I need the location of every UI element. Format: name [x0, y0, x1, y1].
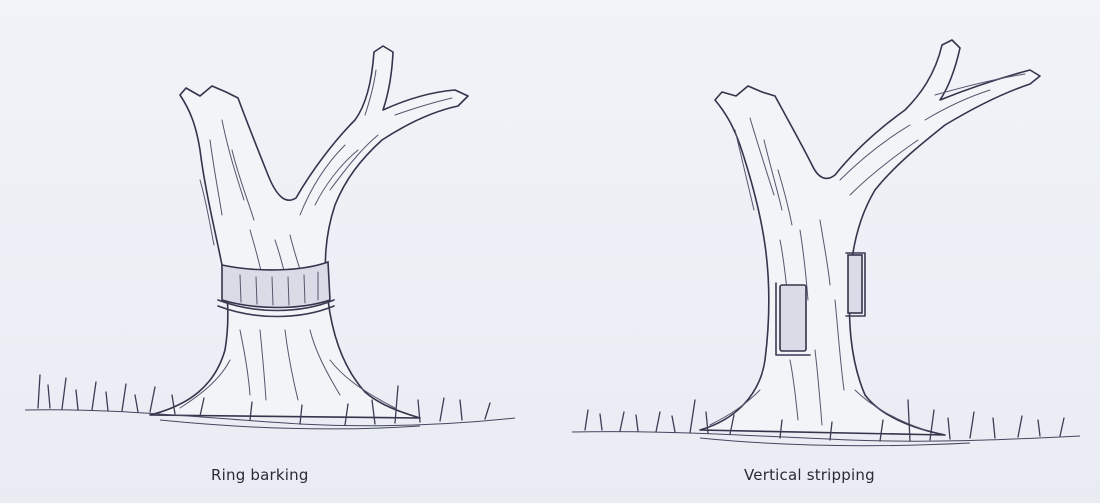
caption-vertical-stripping: Vertical stripping [744, 466, 875, 484]
caption-ring-barking: Ring barking [211, 466, 309, 484]
figure-ring-barking: Ring barking [0, 0, 550, 503]
figure-vertical-stripping: Vertical stripping [550, 0, 1100, 503]
vertical-stripping-tree-drawing [550, 0, 1100, 503]
ring-barking-tree-drawing [0, 0, 550, 503]
